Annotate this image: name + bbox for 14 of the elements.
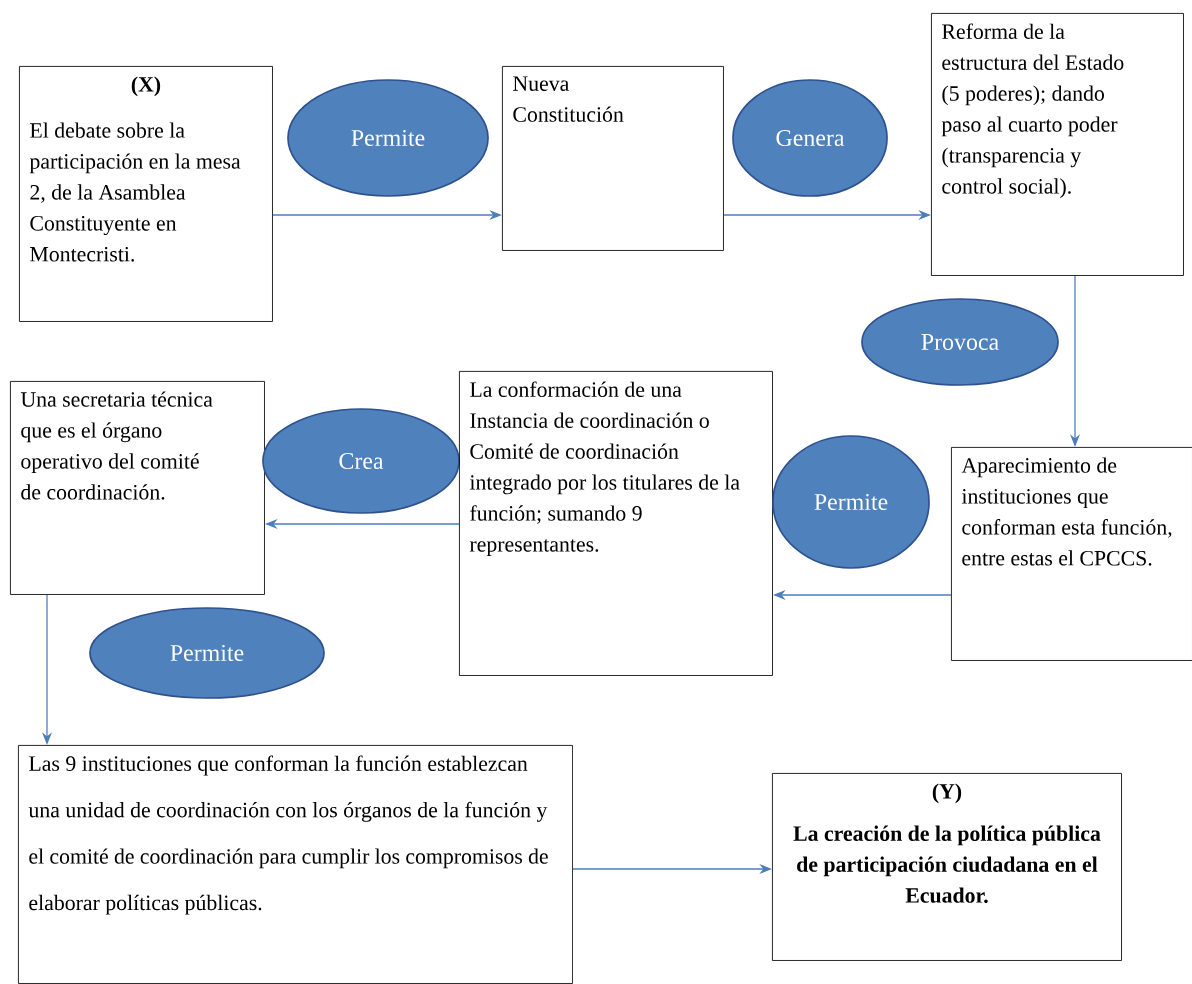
ellipse-label: Permite	[772, 435, 930, 569]
text-box: Aparecimiento de instituciones que conforman esta función, entre estas el CPCCS.	[951, 447, 1192, 661]
text-box: Las 9 instituciones que conforman la función establezcan una unidad de coordinación con los órganos de la función y el comité de coordinación para cumplir los compromisos de elaborar políticas públicas.	[18, 745, 573, 984]
text-box: Nueva Constitución	[502, 66, 724, 251]
ellipse-label: Provoca	[861, 298, 1059, 386]
ellipse-label: Crea	[262, 408, 460, 514]
text-box: Una secretaria técnica que es el órgano operativo del comité de coordinación.	[10, 381, 265, 595]
ellipse-label: Genera	[732, 79, 888, 197]
text-box: La conformación de una Instancia de coordinación o Comité de coordinación integrado por los titulares de la función; sumando 9 representantes.	[459, 371, 773, 676]
text-box: (X) El debate sobre la participación en la mesa 2, de la Asamblea Constituyente en Montecristi.	[19, 66, 273, 322]
text-box: Reforma de la estructura del Estado (5 poderes); dando paso al cuarto poder (transparencia y control social).	[931, 13, 1184, 276]
ellipse-label: Permite	[287, 79, 489, 197]
text-box: (Y) La creación de la política pública de participación ciudadana en el Ecuador.	[772, 773, 1122, 961]
ellipse-label: Permite	[89, 607, 325, 699]
